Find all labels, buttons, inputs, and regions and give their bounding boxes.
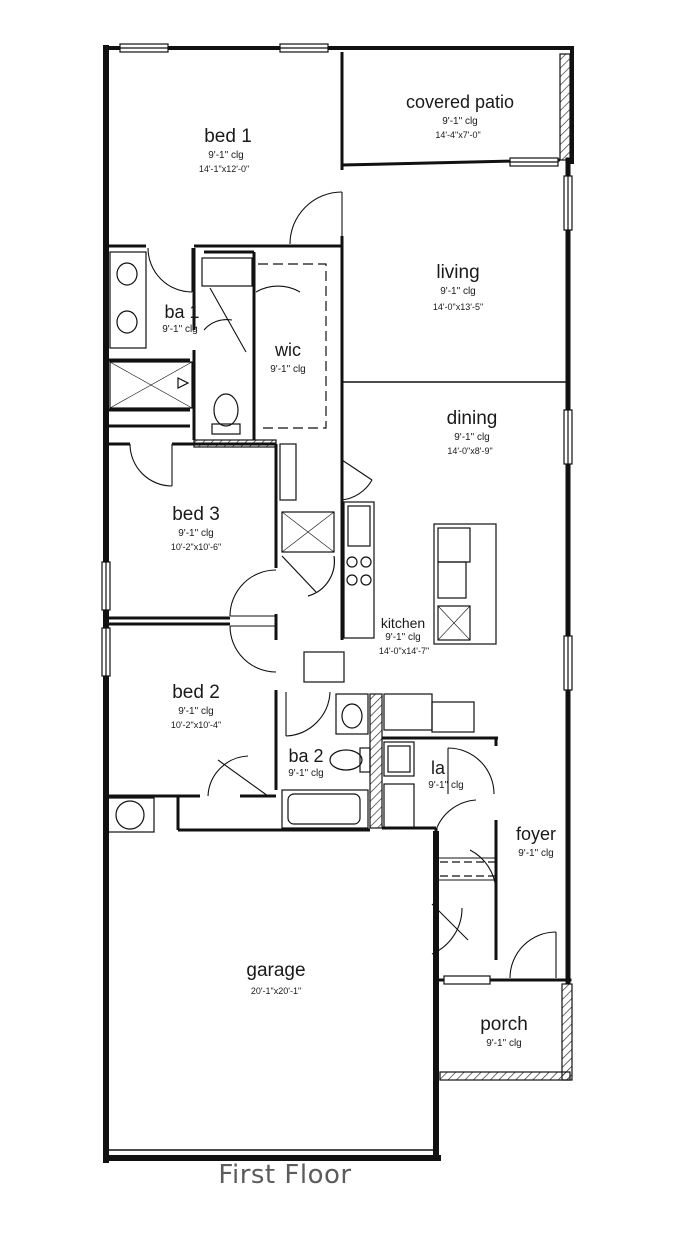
room-size-bed3: 10'-2"x10'-6" (171, 542, 221, 552)
room-name-porch: porch (480, 1014, 528, 1035)
room-name-bed2: bed 2 (172, 682, 220, 703)
floor-caption: First Floor (218, 1160, 352, 1190)
vanity-ba2 (335, 693, 369, 735)
room-ceiling-porch: 9'-1" clg (486, 1038, 521, 1049)
room-name-bed1: bed 1 (204, 126, 252, 147)
toilet-ba2 (329, 749, 363, 771)
kitchen-island (433, 523, 497, 645)
room-size-garage: 20'-1"x20'-1" (251, 986, 301, 996)
fixtures (107, 251, 497, 1151)
room-size-bed2: 10'-2"x10'-4" (171, 720, 221, 730)
pantry (303, 651, 345, 683)
water-heater (107, 797, 155, 833)
room-size-kitchen: 14'-0"x14'-7" (379, 646, 429, 656)
interior-walls (108, 52, 568, 1000)
dryer (383, 741, 415, 777)
room-name-foyer: foyer (516, 824, 556, 844)
room-ceiling-ba1: 9'-1" clg (162, 324, 197, 335)
exterior-walls (103, 45, 574, 1163)
room-name-ba2: ba 2 (288, 746, 323, 766)
hatched-walls (193, 53, 573, 1081)
room-size-bed1: 14'-1"x12'-0" (199, 164, 249, 174)
hvac-unit (281, 511, 335, 553)
room-ceiling-la: 9'-1" clg (428, 780, 463, 791)
vanity-ba1 (109, 251, 147, 349)
shower-ba1 (109, 361, 193, 409)
toilet-ba1 (213, 393, 239, 427)
room-name-kitchen: kitchen (381, 615, 425, 631)
room-name-wic: wic (274, 340, 301, 360)
room-ceiling-ba2: 9'-1" clg (288, 768, 323, 779)
room-name-bed3: bed 3 (172, 504, 220, 525)
kitchen-counter (343, 501, 375, 639)
room-ceiling-wic: 9'-1" clg (270, 364, 305, 375)
room-name-dining: dining (447, 408, 498, 429)
room-labels: covered patio 9'-1" clg 14'-4"x7'-0" bed… (162, 92, 556, 1049)
room-ceiling-foyer: 9'-1" clg (518, 848, 553, 859)
room-ceiling-kitchen: 9'-1" clg (385, 632, 420, 643)
room-size-living: 14'-0"x13'-5" (433, 302, 483, 312)
room-name-covered-patio: covered patio (406, 92, 514, 112)
room-name-la: la (431, 758, 446, 778)
room-ceiling-living: 9'-1" clg (440, 286, 475, 297)
room-name-ba1: ba 1 (164, 302, 199, 322)
room-size-covered-patio: 14'-4"x7'-0" (435, 130, 480, 140)
room-size-dining: 14'-0"x8'-9" (447, 446, 492, 456)
room-ceiling-dining: 9'-1" clg (454, 432, 489, 443)
room-ceiling-bed1: 9'-1" clg (208, 150, 243, 161)
room-name-garage: garage (246, 960, 305, 981)
tub-ba2 (281, 789, 369, 829)
washer (383, 693, 433, 731)
room-ceiling-covered-patio: 9'-1" clg (442, 116, 477, 127)
room-ceiling-bed3: 9'-1" clg (178, 528, 213, 539)
room-name-living: living (436, 262, 479, 283)
windows (101, 43, 573, 985)
door-swings (129, 191, 557, 979)
room-ceiling-bed2: 9'-1" clg (178, 706, 213, 717)
